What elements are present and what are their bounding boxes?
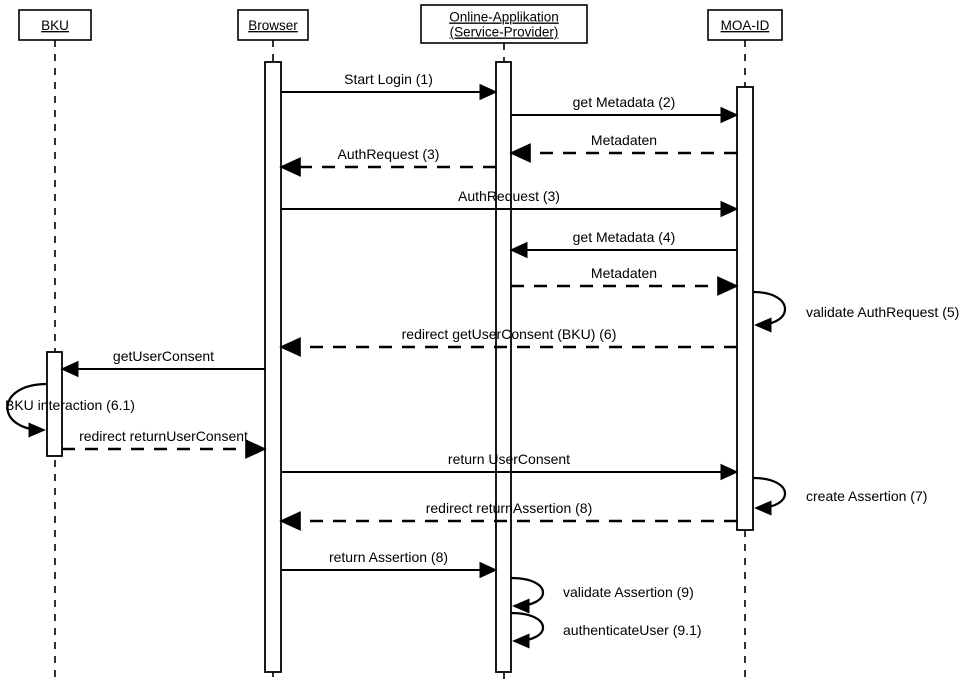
message-m12: redirect returnAssertion (8) (279, 500, 737, 531)
self-messages-layer: validate AuthRequest (5) BKU interaction … (5, 290, 959, 649)
activation-bar-oa (495, 61, 512, 673)
self-message-s4: validate Assertion (9) (510, 576, 694, 614)
self-message-loop-arrow (752, 290, 786, 333)
participant-box-frame (18, 9, 92, 41)
self-message-loop-arrow (510, 611, 544, 649)
message-label: redirect returnUserConsent (79, 428, 248, 444)
message-label: get Metadata (2) (573, 94, 676, 110)
participant-label-bku: BKU (41, 18, 69, 33)
activation-bars-layer (46, 61, 754, 673)
message-m11: return UserConsent (281, 451, 739, 481)
message-m1: Start Login (1) (281, 71, 498, 101)
message-m10: redirect returnUserConsent (62, 428, 267, 459)
self-message-loop-arrow (6, 382, 48, 438)
activation-bar-moaid (736, 86, 754, 531)
self-message-label: validate Assertion (9) (563, 584, 694, 600)
self-message-label: validate AuthRequest (5) (806, 304, 959, 320)
participant-label-oa: Online-Applikation (449, 10, 559, 25)
message-label: AuthRequest (3) (458, 188, 560, 204)
self-message-s5: authenticateUser (9.1) (510, 611, 702, 649)
message-label: getUserConsent (113, 348, 214, 364)
message-m6: get Metadata (4) (509, 229, 737, 259)
activation-bar-browser (264, 61, 282, 673)
message-m3: Metadaten (509, 132, 737, 163)
message-label: AuthRequest (3) (338, 146, 440, 162)
activation-bar-bku (46, 351, 63, 457)
message-m13: return Assertion (8) (281, 549, 498, 579)
self-message-s3: create Assertion (7) (752, 476, 927, 516)
participant-boxes-layer: BKU Browser Online-Applikation(Service-Pro… (18, 4, 783, 44)
message-label: redirect returnAssertion (8) (426, 500, 593, 516)
self-message-label: BKU interaction (6.1) (5, 397, 135, 413)
message-label: Start Login (1) (344, 71, 433, 87)
participant-label-browser: Browser (248, 18, 298, 33)
self-message-s2: BKU interaction (6.1) (5, 382, 135, 438)
participant-box-frame (237, 9, 309, 41)
participant-box-frame (707, 9, 783, 41)
participant-box-moaid[interactable]: MOA-ID (707, 9, 783, 41)
participant-box-oa[interactable]: Online-Applikation(Service-Provider) (420, 4, 588, 44)
self-message-label: create Assertion (7) (806, 488, 927, 504)
messages-layer: Start Login (1) get Metadata (2) Metadaten… (60, 71, 739, 579)
message-m2: get Metadata (2) (511, 94, 739, 124)
message-m4: AuthRequest (3) (279, 146, 496, 177)
message-label: redirect getUserConsent (BKU) (6) (402, 326, 617, 342)
message-label: get Metadata (4) (573, 229, 676, 245)
message-m7: Metadaten (511, 265, 739, 296)
message-label: return Assertion (8) (329, 549, 448, 565)
self-message-loop-arrow (510, 576, 544, 614)
message-m8: redirect getUserConsent (BKU) (6) (279, 326, 737, 357)
participant-box-bku[interactable]: BKU (18, 9, 92, 41)
message-label: Metadaten (591, 132, 657, 148)
message-label: return UserConsent (448, 451, 570, 467)
message-m5: AuthRequest (3) (281, 188, 739, 218)
participant-box-browser[interactable]: Browser (237, 9, 309, 41)
message-m9: getUserConsent (60, 348, 265, 378)
self-message-label: authenticateUser (9.1) (563, 622, 702, 638)
self-message-loop-arrow (752, 476, 786, 516)
participant-label-moaid: MOA-ID (721, 18, 770, 33)
self-message-s1: validate AuthRequest (5) (752, 290, 959, 333)
participant-box-frame (420, 4, 588, 44)
participant-label-oa: (Service-Provider) (450, 25, 559, 40)
message-label: Metadaten (591, 265, 657, 281)
